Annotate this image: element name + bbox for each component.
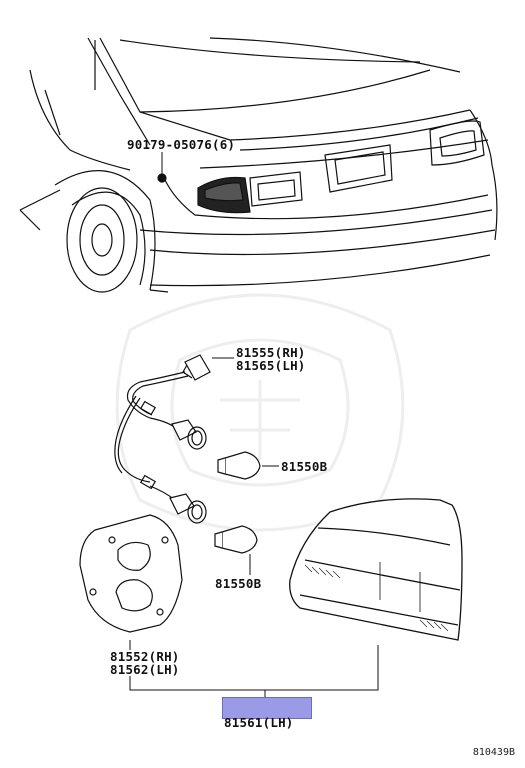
label-gasket-lh: 81562(LH) bbox=[110, 662, 180, 677]
socket-wire-assembly bbox=[114, 354, 211, 524]
gasket bbox=[79, 514, 183, 633]
label-bulb-lower: 81550B bbox=[215, 576, 262, 591]
bulbs bbox=[214, 451, 261, 554]
label-socket-wire-rh: 81555(RH) bbox=[236, 345, 306, 360]
label-gasket-rh: 81552(RH) bbox=[110, 649, 180, 664]
tail-lamp-lens bbox=[289, 498, 463, 641]
label-socket-wire-lh: 81565(LH) bbox=[236, 358, 306, 373]
leader-lines bbox=[129, 152, 379, 697]
label-bulb-upper: 81550B bbox=[281, 459, 328, 474]
part-number-highlight[interactable] bbox=[222, 697, 312, 719]
car-rear-illustration bbox=[19, 37, 498, 293]
lens-hatching bbox=[304, 564, 449, 632]
figure-id: 810439B bbox=[472, 747, 515, 758]
watermark-logo bbox=[115, 293, 405, 532]
label-lamp-assy: 81561(LH) bbox=[224, 715, 294, 730]
label-bolt: 90179-05076(6) bbox=[127, 137, 236, 152]
